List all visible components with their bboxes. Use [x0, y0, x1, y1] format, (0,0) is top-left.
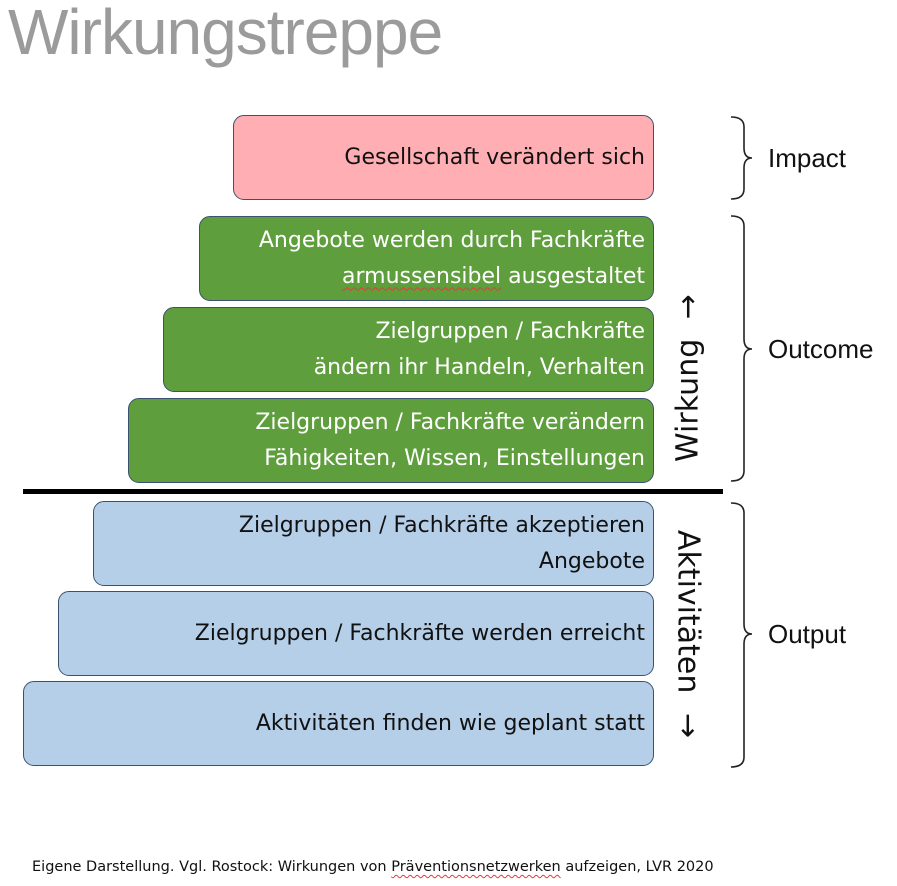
step-outcome-3: Zielgruppen / Fachkräfte verändern Fähig…: [128, 398, 654, 483]
step-impact: Gesellschaft verändert sich: [233, 115, 654, 200]
footnote-prefix: Eigene Darstellung. Vgl. Rostock: Wirkun…: [32, 859, 392, 875]
step-outcome-1-line1: Angebote werden durch Fachkräfte: [258, 227, 645, 253]
brace-output: [730, 502, 753, 768]
step-output-2: Zielgruppen / Fachkräfte werden erreicht: [58, 591, 654, 676]
step-output-1-line2: Angebote: [538, 548, 645, 574]
brace-impact: [730, 116, 753, 200]
step-outcome-3-line2: Fähigkeiten, Wissen, Einstellungen: [264, 445, 645, 471]
brace-outcome: [730, 215, 753, 482]
brace-label-outcome: Outcome: [768, 334, 874, 364]
footnote: Eigene Darstellung. Vgl. Rostock: Wirkun…: [32, 859, 714, 875]
footnote-spellcheck-word: Präventionsnetzwerken: [391, 859, 561, 875]
step-output-1-line1: Zielgruppen / Fachkräfte akzeptieren: [238, 512, 645, 538]
step-impact-text: Gesellschaft verändert sich: [344, 144, 645, 170]
step-outcome-2-line2: ändern ihr Handeln, Verhalten: [313, 354, 645, 380]
brace-label-output: Output: [768, 619, 847, 649]
step-output-2-text: Zielgruppen / Fachkräfte werden erreicht: [194, 620, 645, 646]
brace-label-impact: Impact: [768, 143, 847, 173]
page-title: Wirkungstreppe: [8, 0, 443, 68]
spellcheck-word: armussensibel: [342, 263, 502, 289]
step-outcome-1: Angebote werden durch Fachkräfte armusse…: [199, 216, 654, 301]
step-outcome-1-line2: armussensibel ausgestaltet: [342, 259, 645, 295]
step-output-3-text: Aktivitäten finden wie geplant statt: [255, 710, 645, 736]
divider-line: [23, 489, 723, 494]
step-outcome-3-line1: Zielgruppen / Fachkräfte verändern: [255, 409, 645, 435]
step-output-3: Aktivitäten finden wie geplant statt: [23, 681, 654, 766]
step-output-1: Zielgruppen / Fachkräfte akzeptieren Ang…: [93, 501, 654, 586]
step-outcome-2: Zielgruppen / Fachkräfte ändern ihr Hand…: [163, 307, 654, 392]
step-outcome-1-line2-rest: ausgestaltet: [501, 263, 645, 289]
step-outcome-2-line1: Zielgruppen / Fachkräfte: [375, 318, 645, 344]
footnote-suffix: aufzeigen, LVR 2020: [560, 859, 714, 875]
